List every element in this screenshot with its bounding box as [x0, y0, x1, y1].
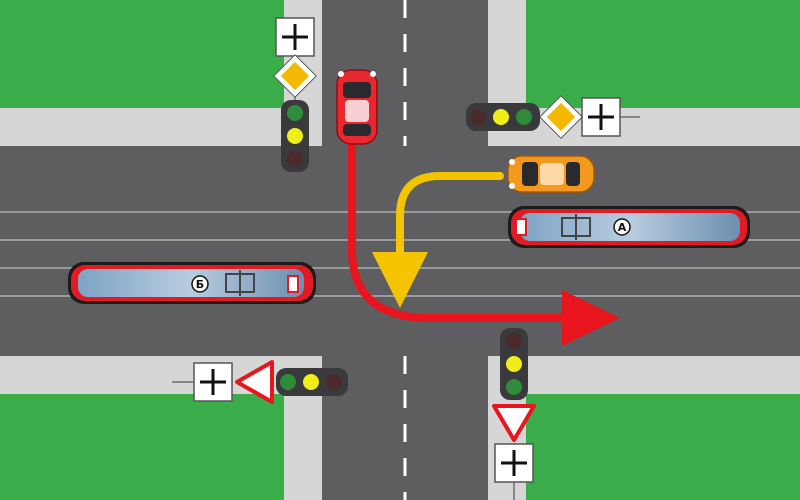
traffic-light-east: [466, 103, 540, 131]
traffic-light-west: [276, 368, 348, 396]
west-light-green: [280, 374, 296, 390]
east-light-red: [470, 109, 486, 125]
west-road-layout-sign: [172, 362, 233, 402]
north-light-yellow: [287, 128, 303, 144]
tram-b-label: Б: [196, 278, 204, 291]
south-light-yellow: [506, 356, 522, 372]
tram-a-badge: [613, 218, 631, 236]
tram-b-badge: [191, 275, 209, 293]
east-priority-road-sign: [539, 95, 583, 139]
east-light-yellow: [493, 109, 509, 125]
east-road-layout-sign: [581, 97, 640, 137]
west-yield-sign: [235, 360, 274, 404]
south-road-layout-sign: [494, 443, 534, 500]
traffic-light-north: [281, 100, 309, 172]
south-yield-sign: [492, 404, 536, 442]
red-path-arrow: [348, 136, 620, 346]
north-priority-road-sign: [273, 54, 317, 98]
tram-a-label: А: [618, 221, 627, 234]
tram-a: А: [508, 206, 750, 248]
orange-car: [507, 155, 595, 193]
east-light-green: [516, 109, 532, 125]
yellow-path-arrow: [372, 172, 504, 308]
west-light-red: [326, 374, 342, 390]
north-light-red: [287, 151, 303, 167]
red-car: [336, 69, 378, 145]
tram-b: Б: [68, 262, 316, 304]
traffic-light-south: [500, 328, 528, 400]
south-light-red: [506, 333, 522, 349]
west-light-yellow: [303, 374, 319, 390]
north-light-green: [287, 105, 303, 121]
south-light-green: [506, 379, 522, 395]
